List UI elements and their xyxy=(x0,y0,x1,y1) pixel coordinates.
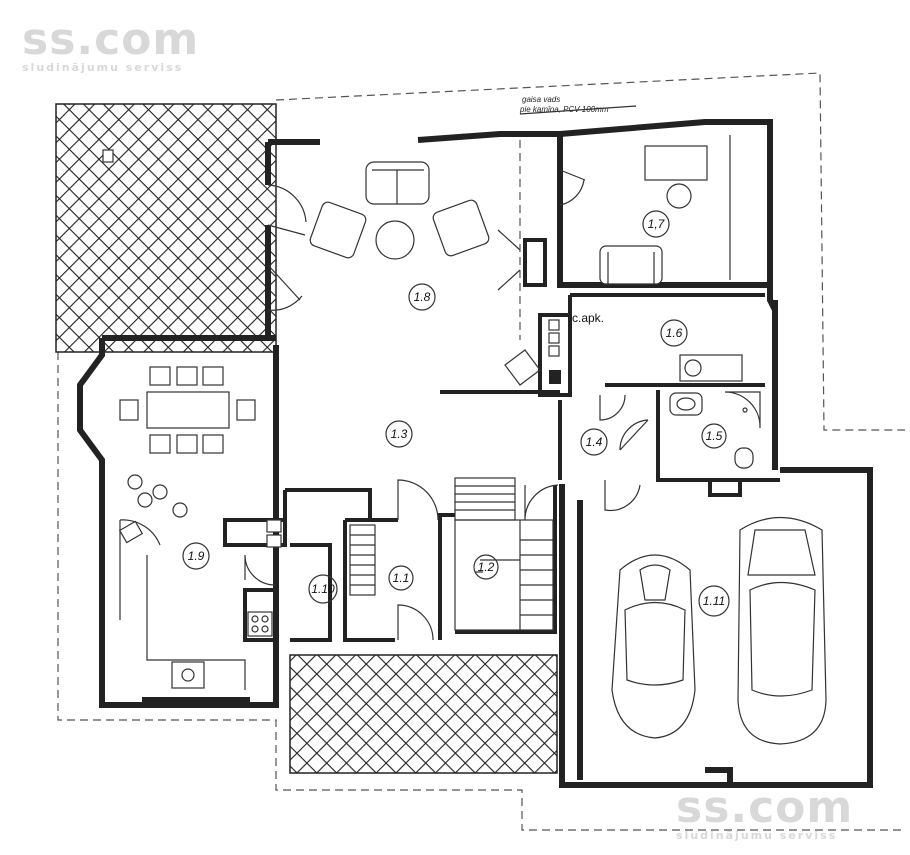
exterior-walls xyxy=(77,119,873,788)
interior-walls xyxy=(223,238,742,642)
watermark-brand: ss.com xyxy=(22,14,200,65)
chimney-label: c.apk. xyxy=(572,311,604,325)
air-duct-note: gaisa vads pie kamīna, PCV 100mm xyxy=(519,95,637,115)
room-label-1-11: 1.11 xyxy=(703,594,725,608)
chimney xyxy=(266,319,561,548)
note-line-2: pie kamīna, PCV 100mm xyxy=(519,105,609,114)
note-line-1: gaisa vads xyxy=(522,95,560,104)
garage-cars xyxy=(611,516,827,745)
watermark-brand: ss.com xyxy=(676,782,854,833)
watermark-tagline: sludinājumu serviss xyxy=(22,61,184,74)
room-label-1-10: 1.10 xyxy=(311,582,335,596)
fireplace-small xyxy=(102,149,114,163)
room-label-1-4: 1.4 xyxy=(586,435,603,449)
terrace-bottom xyxy=(289,654,558,774)
room-label-1-7: 1,7 xyxy=(648,217,666,231)
room-label-1-1: 1.1 xyxy=(393,571,410,585)
room-1-7-furniture xyxy=(599,135,731,285)
doors xyxy=(244,169,649,641)
watermark-tagline: sludinājumu serviss xyxy=(676,829,838,842)
bath-fixtures xyxy=(669,354,761,469)
room-label-1-3: 1.3 xyxy=(391,427,408,441)
living-furniture xyxy=(309,161,490,260)
room-label-1-8: 1.8 xyxy=(414,290,431,304)
room-label-1-2: 1.2 xyxy=(478,560,495,574)
terrace-top-left xyxy=(55,103,277,353)
watermark-top: ss.com sludinājumu serviss xyxy=(22,14,200,74)
room-label-1-5: 1.5 xyxy=(706,429,723,443)
staircase xyxy=(349,477,554,631)
dining-furniture xyxy=(119,366,256,454)
kitchen-furniture xyxy=(118,474,273,690)
room-label-1-9: 1.9 xyxy=(188,549,205,563)
room-labels: 1.1 1.2 1.3 1.4 1.5 1.6 1,7 1.8 1.9 1.10… xyxy=(182,210,730,617)
watermark-bottom: ss.com sludinājumu serviss xyxy=(676,782,854,842)
room-label-1-6: 1.6 xyxy=(666,326,683,340)
